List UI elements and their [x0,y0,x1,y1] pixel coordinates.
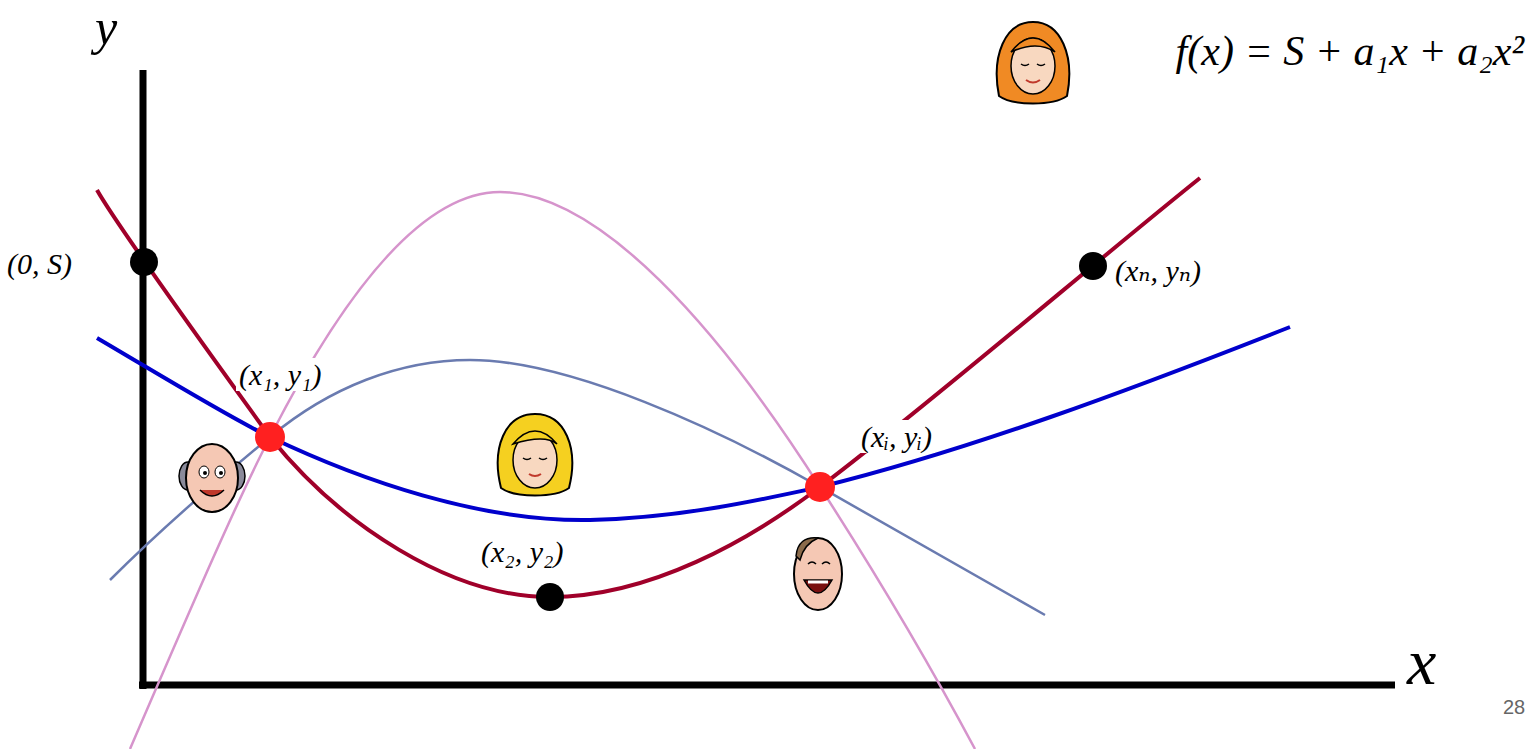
polynomial-formula: f(x) = S + a₁x + a₂x² [1173,28,1527,74]
bald-man-face [179,444,245,512]
axis-label: y [92,0,120,55]
intersection-point [805,472,835,502]
pink-curve [130,192,975,749]
page-number: 28 [1500,696,1528,718]
axis-label: x [1404,626,1439,699]
blue-curve [97,327,1290,520]
red-curve [97,178,1200,597]
share-point [536,583,564,611]
point-label: (xᵢ, yᵢ) [858,420,935,453]
x-axis [139,682,1395,689]
point-label: (x₂, y₂) [478,535,566,568]
point-label: (x₁, y₁) [236,358,324,391]
secret-point [130,248,158,276]
redhead-woman-face [997,22,1069,104]
intersection-point [255,422,285,452]
point-label: (xₙ, yₙ) [1112,254,1204,287]
laughing-man-face [794,538,842,610]
blonde-woman-face [498,414,572,496]
slate-curve [110,360,1045,615]
point-label: (0, S) [4,247,75,280]
share-point [1079,252,1107,280]
y-axis [140,70,147,689]
